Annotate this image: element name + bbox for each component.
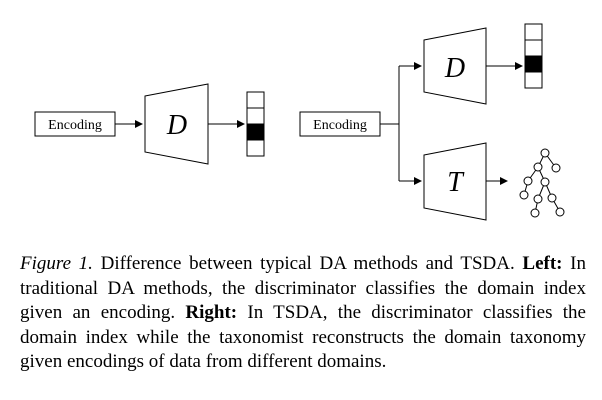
right-domain-index-vector xyxy=(524,23,543,89)
right-taxonomist-label: T xyxy=(447,167,465,198)
right-panel: Encoding D T xyxy=(299,23,565,221)
right-vector-cell-active xyxy=(524,55,543,73)
left-vector-cell xyxy=(246,139,265,157)
right-discriminator: D xyxy=(423,27,487,105)
right-vector-cell xyxy=(524,71,543,89)
left-discriminator: D xyxy=(144,83,209,165)
figure-diagram: Encoding D Encoding D T xyxy=(34,23,565,221)
caption-left-text: In traditional DA methods, the discrimin… xyxy=(20,253,587,323)
right-encoding-box: Encoding xyxy=(299,111,381,137)
caption-right-label: Right: xyxy=(185,302,238,323)
right-encoding-label: Encoding xyxy=(313,118,367,133)
left-vector-cell-active xyxy=(246,123,265,141)
right-discriminator-label: D xyxy=(444,53,465,84)
right-vector-cell xyxy=(524,39,543,57)
right-taxonomist: T xyxy=(423,142,487,221)
left-domain-index-vector xyxy=(246,91,265,157)
caption-intro: Difference between typical DA methods an… xyxy=(92,253,523,274)
right-vector-cell xyxy=(524,23,543,41)
left-panel: Encoding D xyxy=(34,83,265,165)
figure-caption: Figure 1. Difference between typical DA … xyxy=(20,252,586,375)
left-encoding-label: Encoding xyxy=(48,118,102,133)
caption-right-text: In TSDA, the discriminator classifies th… xyxy=(20,302,586,372)
caption-left-label: Left: xyxy=(522,253,563,274)
left-encoding-box: Encoding xyxy=(34,111,116,137)
caption-figure-label: Figure 1. xyxy=(20,253,93,274)
left-vector-cell xyxy=(246,107,265,125)
domain-taxonomy-tree-icon xyxy=(519,148,565,218)
left-vector-cell xyxy=(246,91,265,109)
left-discriminator-label: D xyxy=(166,110,187,141)
